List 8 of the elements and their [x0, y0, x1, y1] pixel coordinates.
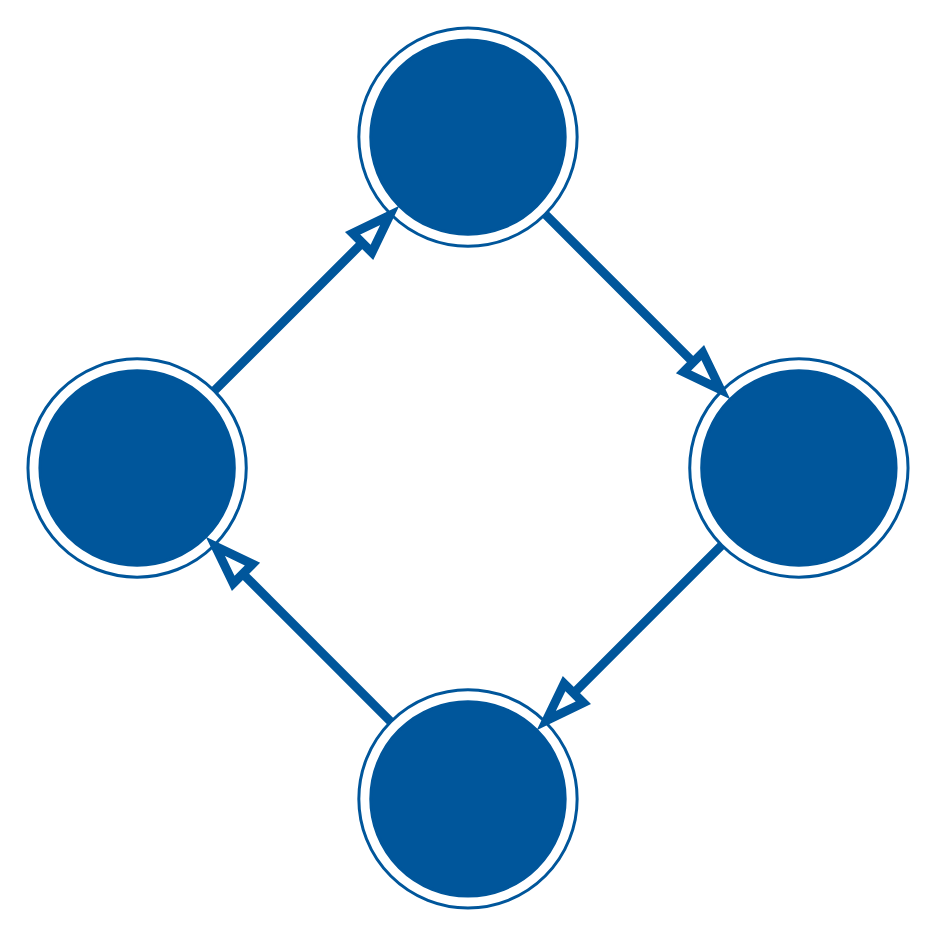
arrow	[205, 536, 394, 725]
arrow	[211, 205, 400, 394]
arrow	[536, 542, 725, 731]
node-person	[357, 26, 579, 248]
node-person	[688, 357, 910, 579]
node-person	[26, 357, 248, 579]
arrow	[542, 211, 731, 400]
node-person	[357, 688, 579, 910]
